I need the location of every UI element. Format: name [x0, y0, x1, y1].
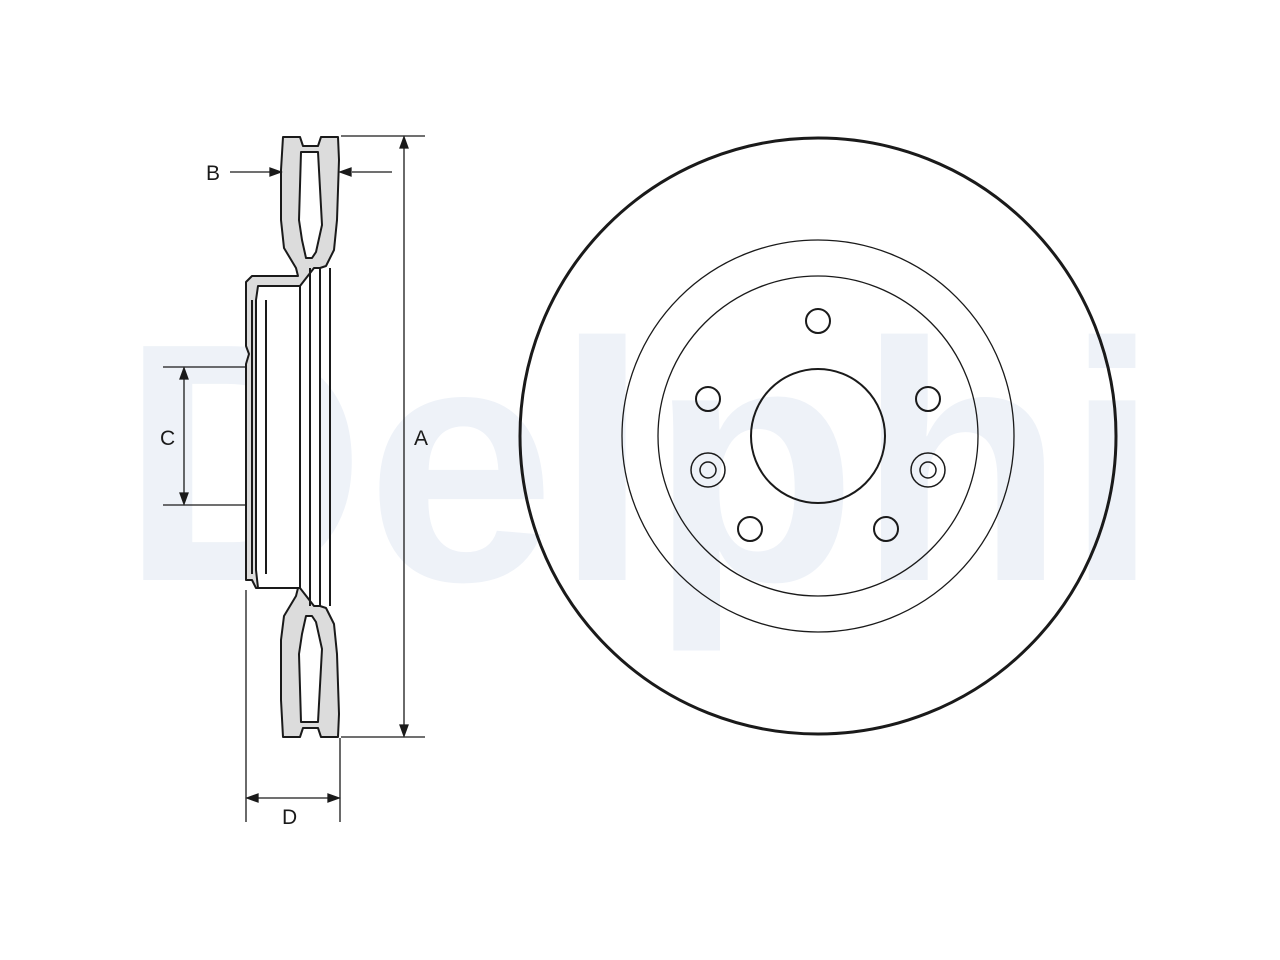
dimension-lines: [163, 135, 425, 822]
dimension-label-a: A: [414, 427, 428, 450]
bolt-hole: [873, 516, 899, 542]
friction-ring-inner: [621, 239, 1015, 633]
threaded-hole-inner: [699, 461, 717, 479]
bolt-hole: [737, 516, 763, 542]
vane-channel-lower: [298, 615, 323, 723]
dimension-label-c: C: [160, 427, 175, 450]
centre-bore: [750, 368, 886, 504]
disc-outer-edge: [518, 136, 1118, 736]
side-section-view: [245, 136, 340, 738]
threaded-hole-outer: [690, 452, 726, 488]
dimension-label-d: D: [282, 806, 297, 829]
bolt-hole: [695, 386, 721, 412]
dimension-label-b: B: [206, 162, 220, 185]
threaded-hole-inner: [919, 461, 937, 479]
bolt-hole: [805, 308, 831, 334]
bolt-hole: [915, 386, 941, 412]
front-view: [518, 136, 1118, 736]
threaded-hole-outer: [910, 452, 946, 488]
hat-edge: [657, 275, 979, 597]
vane-channel: [298, 151, 323, 259]
